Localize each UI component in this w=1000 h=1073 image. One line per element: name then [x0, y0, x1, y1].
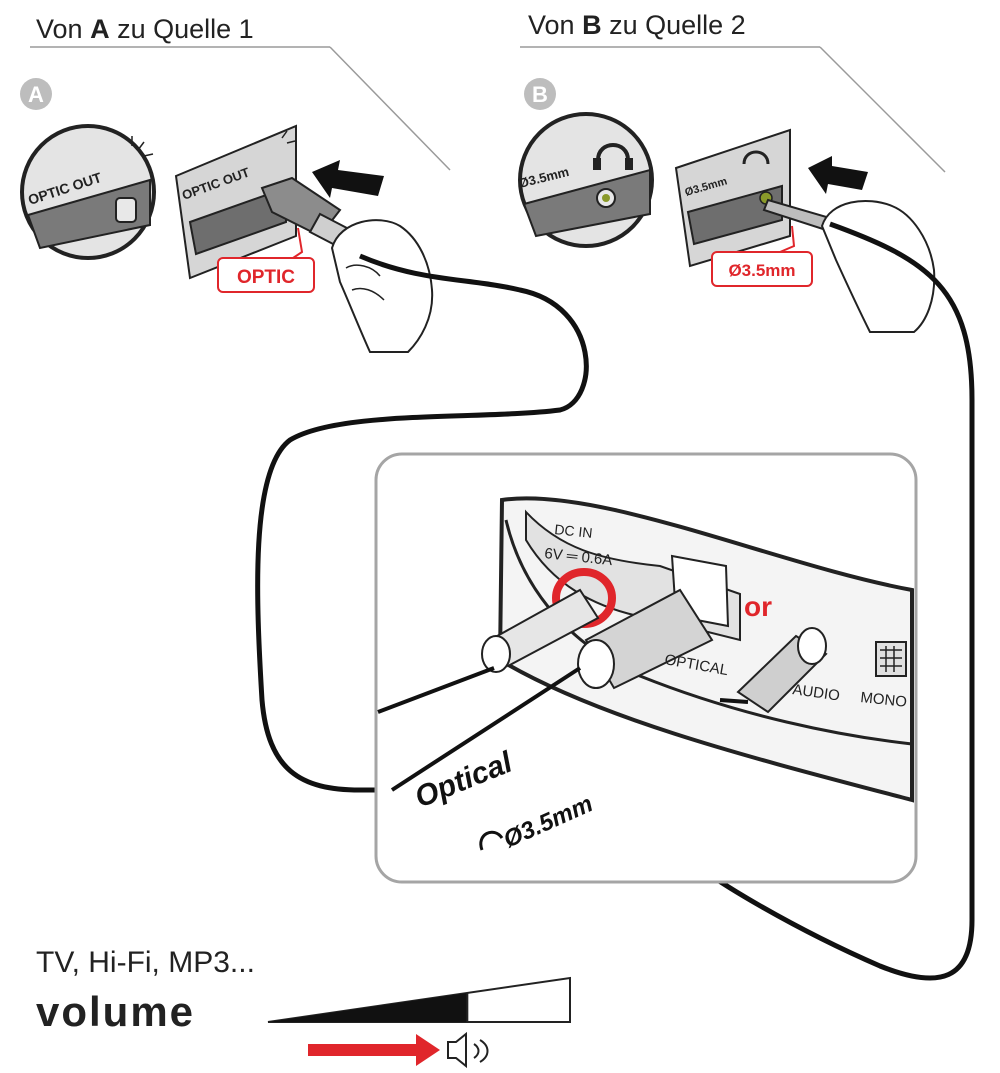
headphone-panel-icon [742, 150, 770, 165]
speaker-icon [447, 1031, 467, 1069]
dc-cable [377, 666, 495, 714]
device-inset: DC IN 6V ═ 0.6A OPTICAL or AUDIO MONO Op… [374, 452, 918, 884]
jack-panel-slot [686, 184, 783, 246]
headphone-zoom-icon-right [625, 158, 633, 170]
optical-cable-inset [390, 666, 582, 792]
push-arrow-b-icon [808, 156, 868, 194]
hand-a-fingers [345, 264, 385, 301]
sources-label: TV, Hi-Fi, MP3... [36, 946, 255, 979]
heading-source-2: Von B zu Quelle 2 [528, 10, 746, 40]
optic-panel-slot [188, 186, 287, 256]
jack-callout-pointer [779, 225, 796, 253]
badge-a [20, 78, 52, 110]
step-b-group: B Ø3.5mm Ø3.5mm Ø3.5mm [517, 78, 936, 333]
hand-a [330, 219, 434, 353]
optical-cable [255, 253, 589, 793]
audio-port-label: AUDIO [791, 681, 840, 704]
optic-callout-box [217, 257, 315, 293]
jack-callout-box [711, 251, 813, 287]
or-label: or [744, 591, 772, 622]
optic-callout-label: OPTIC [237, 267, 295, 288]
optic-port-zoom-socket [115, 197, 137, 223]
optic-sparkle-icon [131, 136, 154, 157]
optic-port-zoom-slot [26, 178, 151, 250]
jack-callout-label: Ø3.5mm [728, 261, 795, 280]
jack-port-zoom-slot [522, 168, 651, 238]
mono-port [875, 641, 907, 677]
speaker-waves-icon [473, 1039, 489, 1063]
volume-fill [268, 992, 468, 1022]
badge-b [524, 78, 556, 110]
volume-up-arrow-icon [308, 1034, 440, 1066]
dc-plug-end [481, 635, 511, 673]
heading-source-1: Von A zu Quelle 1 [36, 14, 254, 44]
jack-cable-inset [719, 698, 749, 704]
headphone-zoom-icon [596, 143, 630, 161]
badge-a-letter: A [28, 82, 44, 107]
mono-port-pins [880, 646, 902, 672]
dc-in-label: DC IN [554, 521, 594, 541]
volume-label: volume [36, 988, 195, 1035]
heading-a-rule-slope [329, 46, 451, 171]
optical-plug-end [577, 639, 615, 689]
optic-panel-sparkle-icon [281, 130, 296, 144]
step-a-group: A OPTIC OUT OPTIC OUT OPTIC [20, 78, 434, 353]
headphone-caption-icon [479, 830, 504, 851]
heading-b-rule-slope [819, 46, 946, 173]
mono-port-label: MONO [860, 689, 908, 711]
volume-indicator: TV, Hi-Fi, MP3... volume [36, 946, 571, 1069]
jack-plug-inset-end [797, 627, 827, 665]
jack-port-zoom-socket-core [602, 194, 610, 202]
headphone-zoom-icon-left [593, 158, 601, 170]
push-arrow-a-icon [312, 160, 384, 198]
badge-b-letter: B [532, 82, 548, 107]
